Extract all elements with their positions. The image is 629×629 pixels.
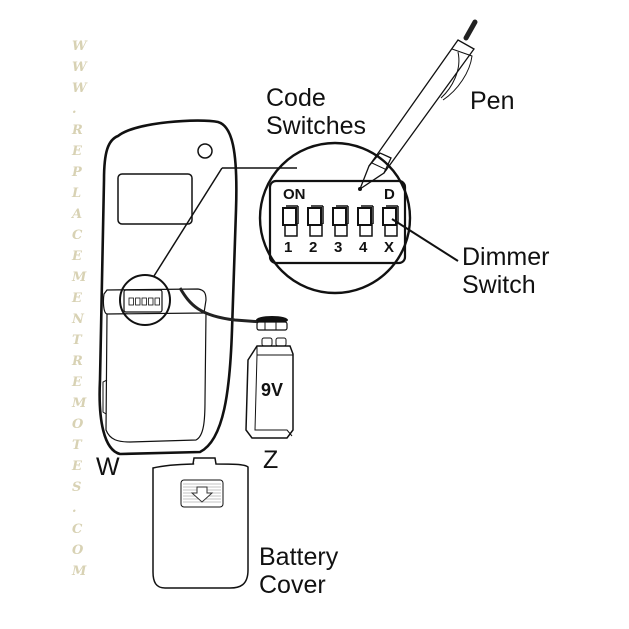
- dip-switch-4: 4: [357, 205, 374, 256]
- remote-body: [98, 119, 288, 456]
- watermark-letter: E: [71, 375, 83, 390]
- small-dip-switch: [135, 297, 141, 306]
- dimmer-switch-label-1: Dimmer: [462, 243, 550, 271]
- watermark-letter: S: [72, 480, 81, 495]
- watermark-letter: W: [72, 81, 88, 96]
- dip-switch-number: 1: [284, 239, 292, 256]
- watermark-letter: M: [71, 270, 87, 285]
- battery-cover: [152, 457, 249, 589]
- watermark-letter: C: [72, 228, 83, 243]
- watermark-letter: E: [71, 459, 83, 474]
- code-switches-label-1: Code: [266, 84, 326, 112]
- watermark-letter: T: [72, 438, 83, 453]
- watermark-letter: W: [72, 60, 88, 75]
- watermark-letter: .: [72, 102, 77, 117]
- dip-switch-small: [119, 167, 297, 326]
- battery-label: Z: [263, 446, 278, 474]
- watermark-letter: L: [71, 186, 81, 201]
- watermark-letter: E: [71, 291, 83, 306]
- battery-cover-label-2: Cover: [259, 571, 326, 599]
- code-switches-label-2: Switches: [266, 112, 366, 140]
- dip-switch-number: 2: [309, 239, 317, 256]
- dip-switch-number: 3: [334, 239, 342, 256]
- watermark-letter: R: [71, 123, 83, 138]
- display-window: [117, 173, 193, 225]
- watermark-letter: T: [72, 333, 83, 348]
- led-indicator: [197, 143, 213, 159]
- small-dip-switch: [128, 297, 134, 306]
- battery-cover-label-1: Battery: [259, 543, 339, 571]
- dimmer-switch-label-2: Switch: [462, 271, 536, 299]
- watermark-letter: E: [71, 249, 83, 264]
- watermark-letter: E: [71, 144, 83, 159]
- watermark-letter: M: [71, 564, 87, 579]
- watermark-letter: W: [72, 39, 88, 54]
- watermark-letter: N: [71, 312, 85, 327]
- down-arrow-icon: [190, 486, 214, 503]
- pen-label: Pen: [470, 87, 514, 115]
- watermark-letter: .: [72, 501, 77, 516]
- watermark-letter: P: [71, 165, 83, 180]
- dip-on-label: ON: [283, 186, 306, 203]
- watermark-letter: O: [72, 543, 84, 558]
- dip-switch-1: 1: [282, 205, 299, 256]
- watermark-letter: R: [71, 354, 83, 369]
- dip-dimmer-label: D: [384, 186, 395, 203]
- small-dip-switch: [154, 297, 160, 306]
- dip-switch-X: X: [382, 205, 399, 256]
- dip-switch-number: X: [384, 239, 394, 256]
- watermark-letter: M: [71, 396, 87, 411]
- small-dip-switch: [148, 297, 154, 306]
- watermark-letter: O: [72, 417, 84, 432]
- battery-9v: 9V: [245, 337, 294, 439]
- watermark-letter: C: [72, 522, 83, 537]
- battery-voltage: 9V: [261, 380, 283, 400]
- dip-switch-3: 3: [332, 205, 349, 256]
- dip-switch-number: 4: [359, 239, 368, 256]
- dimmer-leader-line: [391, 218, 459, 262]
- pen: [358, 19, 478, 191]
- remote-label: W: [96, 453, 120, 481]
- dip-switch-2: 2: [307, 205, 324, 256]
- watermark-letter: A: [70, 207, 82, 222]
- small-dip-switch: [141, 297, 147, 306]
